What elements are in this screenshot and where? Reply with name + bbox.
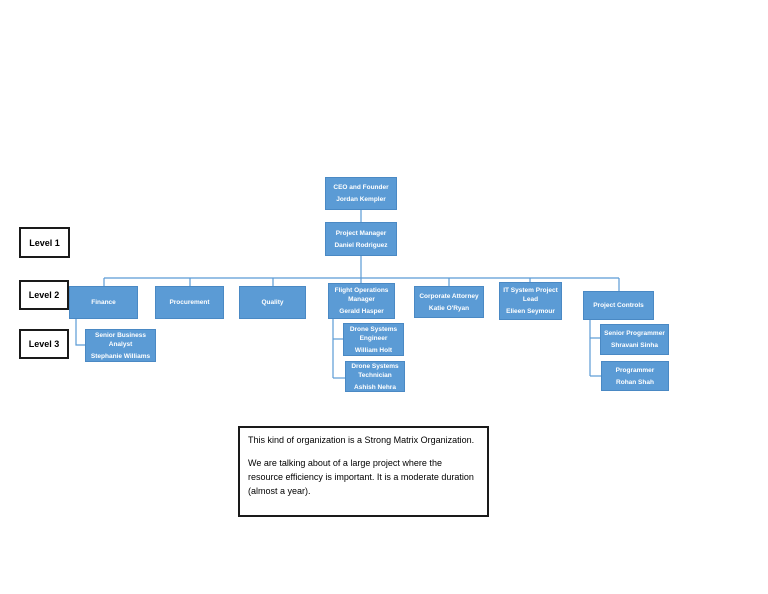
level-3-label: Level 3: [19, 329, 69, 359]
node-it-system-project-lead-title: IT System Project Lead: [503, 287, 558, 303]
node-senior-business-analyst: Senior Business Analyst Stephanie Willia…: [85, 329, 156, 362]
node-corporate-attorney-name: Katie O'Ryan: [428, 304, 470, 312]
node-drone-systems-engineer-name: William Holt: [354, 346, 393, 354]
node-project-manager: Project Manager Daniel Rodriguez: [325, 222, 397, 256]
node-it-system-project-lead-name: Elieen Seymour: [506, 308, 555, 315]
node-quality-title: Quality: [261, 299, 284, 306]
node-flight-operations-manager-name: Gerald Hasper: [339, 308, 384, 315]
connector-finance-to-analyst: [75, 319, 85, 346]
node-senior-programmer-name: Shravani Sinha: [611, 342, 658, 349]
node-procurement-title: Procurement: [169, 299, 210, 306]
node-project-manager-title: Project Manager: [335, 229, 387, 237]
node-finance-title: Finance: [91, 299, 116, 306]
node-programmer-title: Programmer: [615, 366, 655, 374]
node-drone-systems-engineer: Drone Systems Engineer William Holt: [343, 323, 404, 356]
organization-note-box: This kind of organization is a Strong Ma…: [238, 426, 489, 517]
level-2-label: Level 2: [19, 280, 69, 310]
node-drone-systems-engineer-title: Drone Systems Engineer: [349, 325, 398, 342]
node-senior-business-analyst-title: Senior Business Analyst: [95, 331, 146, 348]
node-quality: Quality: [239, 286, 306, 319]
node-flight-operations-manager-title: Flight Operations Manager: [334, 287, 389, 303]
node-procurement: Procurement: [155, 286, 224, 319]
node-ceo-title: CEO and Founder: [333, 184, 389, 191]
node-drone-systems-technician: Drone Systems Technician Ashish Nehra: [345, 361, 405, 392]
node-senior-business-analyst-name: Stephanie Williams: [90, 352, 151, 360]
node-programmer: Programmer Rohan Shah: [601, 361, 669, 391]
node-programmer-name: Rohan Shah: [616, 378, 654, 386]
node-corporate-attorney-title: Corporate Attorney: [419, 292, 479, 300]
node-senior-programmer: Senior Programmer Shravani Sinha: [600, 324, 669, 355]
node-corporate-attorney: Corporate Attorney Katie O'Ryan: [414, 286, 484, 318]
node-flight-operations-manager: Flight Operations Manager Gerald Hasper: [328, 283, 395, 319]
node-project-manager-name: Daniel Rodriguez: [334, 241, 388, 249]
level-3-label-text: Level 3: [28, 339, 60, 349]
node-project-controls: Project Controls: [583, 291, 654, 320]
node-ceo: CEO and Founder Jordan Kempler: [325, 177, 397, 210]
node-project-controls-title: Project Controls: [593, 302, 644, 309]
node-it-system-project-lead: IT System Project Lead Elieen Seymour: [499, 282, 562, 320]
node-ceo-name: Jordan Kempler: [336, 196, 386, 203]
node-finance: Finance: [69, 286, 138, 319]
node-drone-systems-technician-name: Ashish Nehra: [354, 383, 396, 391]
level-2-label-text: Level 2: [28, 290, 60, 300]
node-senior-programmer-title: Senior Programmer: [604, 330, 665, 337]
note-paragraph-2: We are talking about of a large project …: [248, 458, 474, 496]
node-drone-systems-technician-title: Drone Systems Technician: [351, 362, 399, 379]
level-1-label-text: Level 1: [29, 237, 60, 248]
note-paragraph-1: This kind of organization is a Strong Ma…: [248, 435, 475, 445]
level-1-label: Level 1: [19, 227, 70, 258]
